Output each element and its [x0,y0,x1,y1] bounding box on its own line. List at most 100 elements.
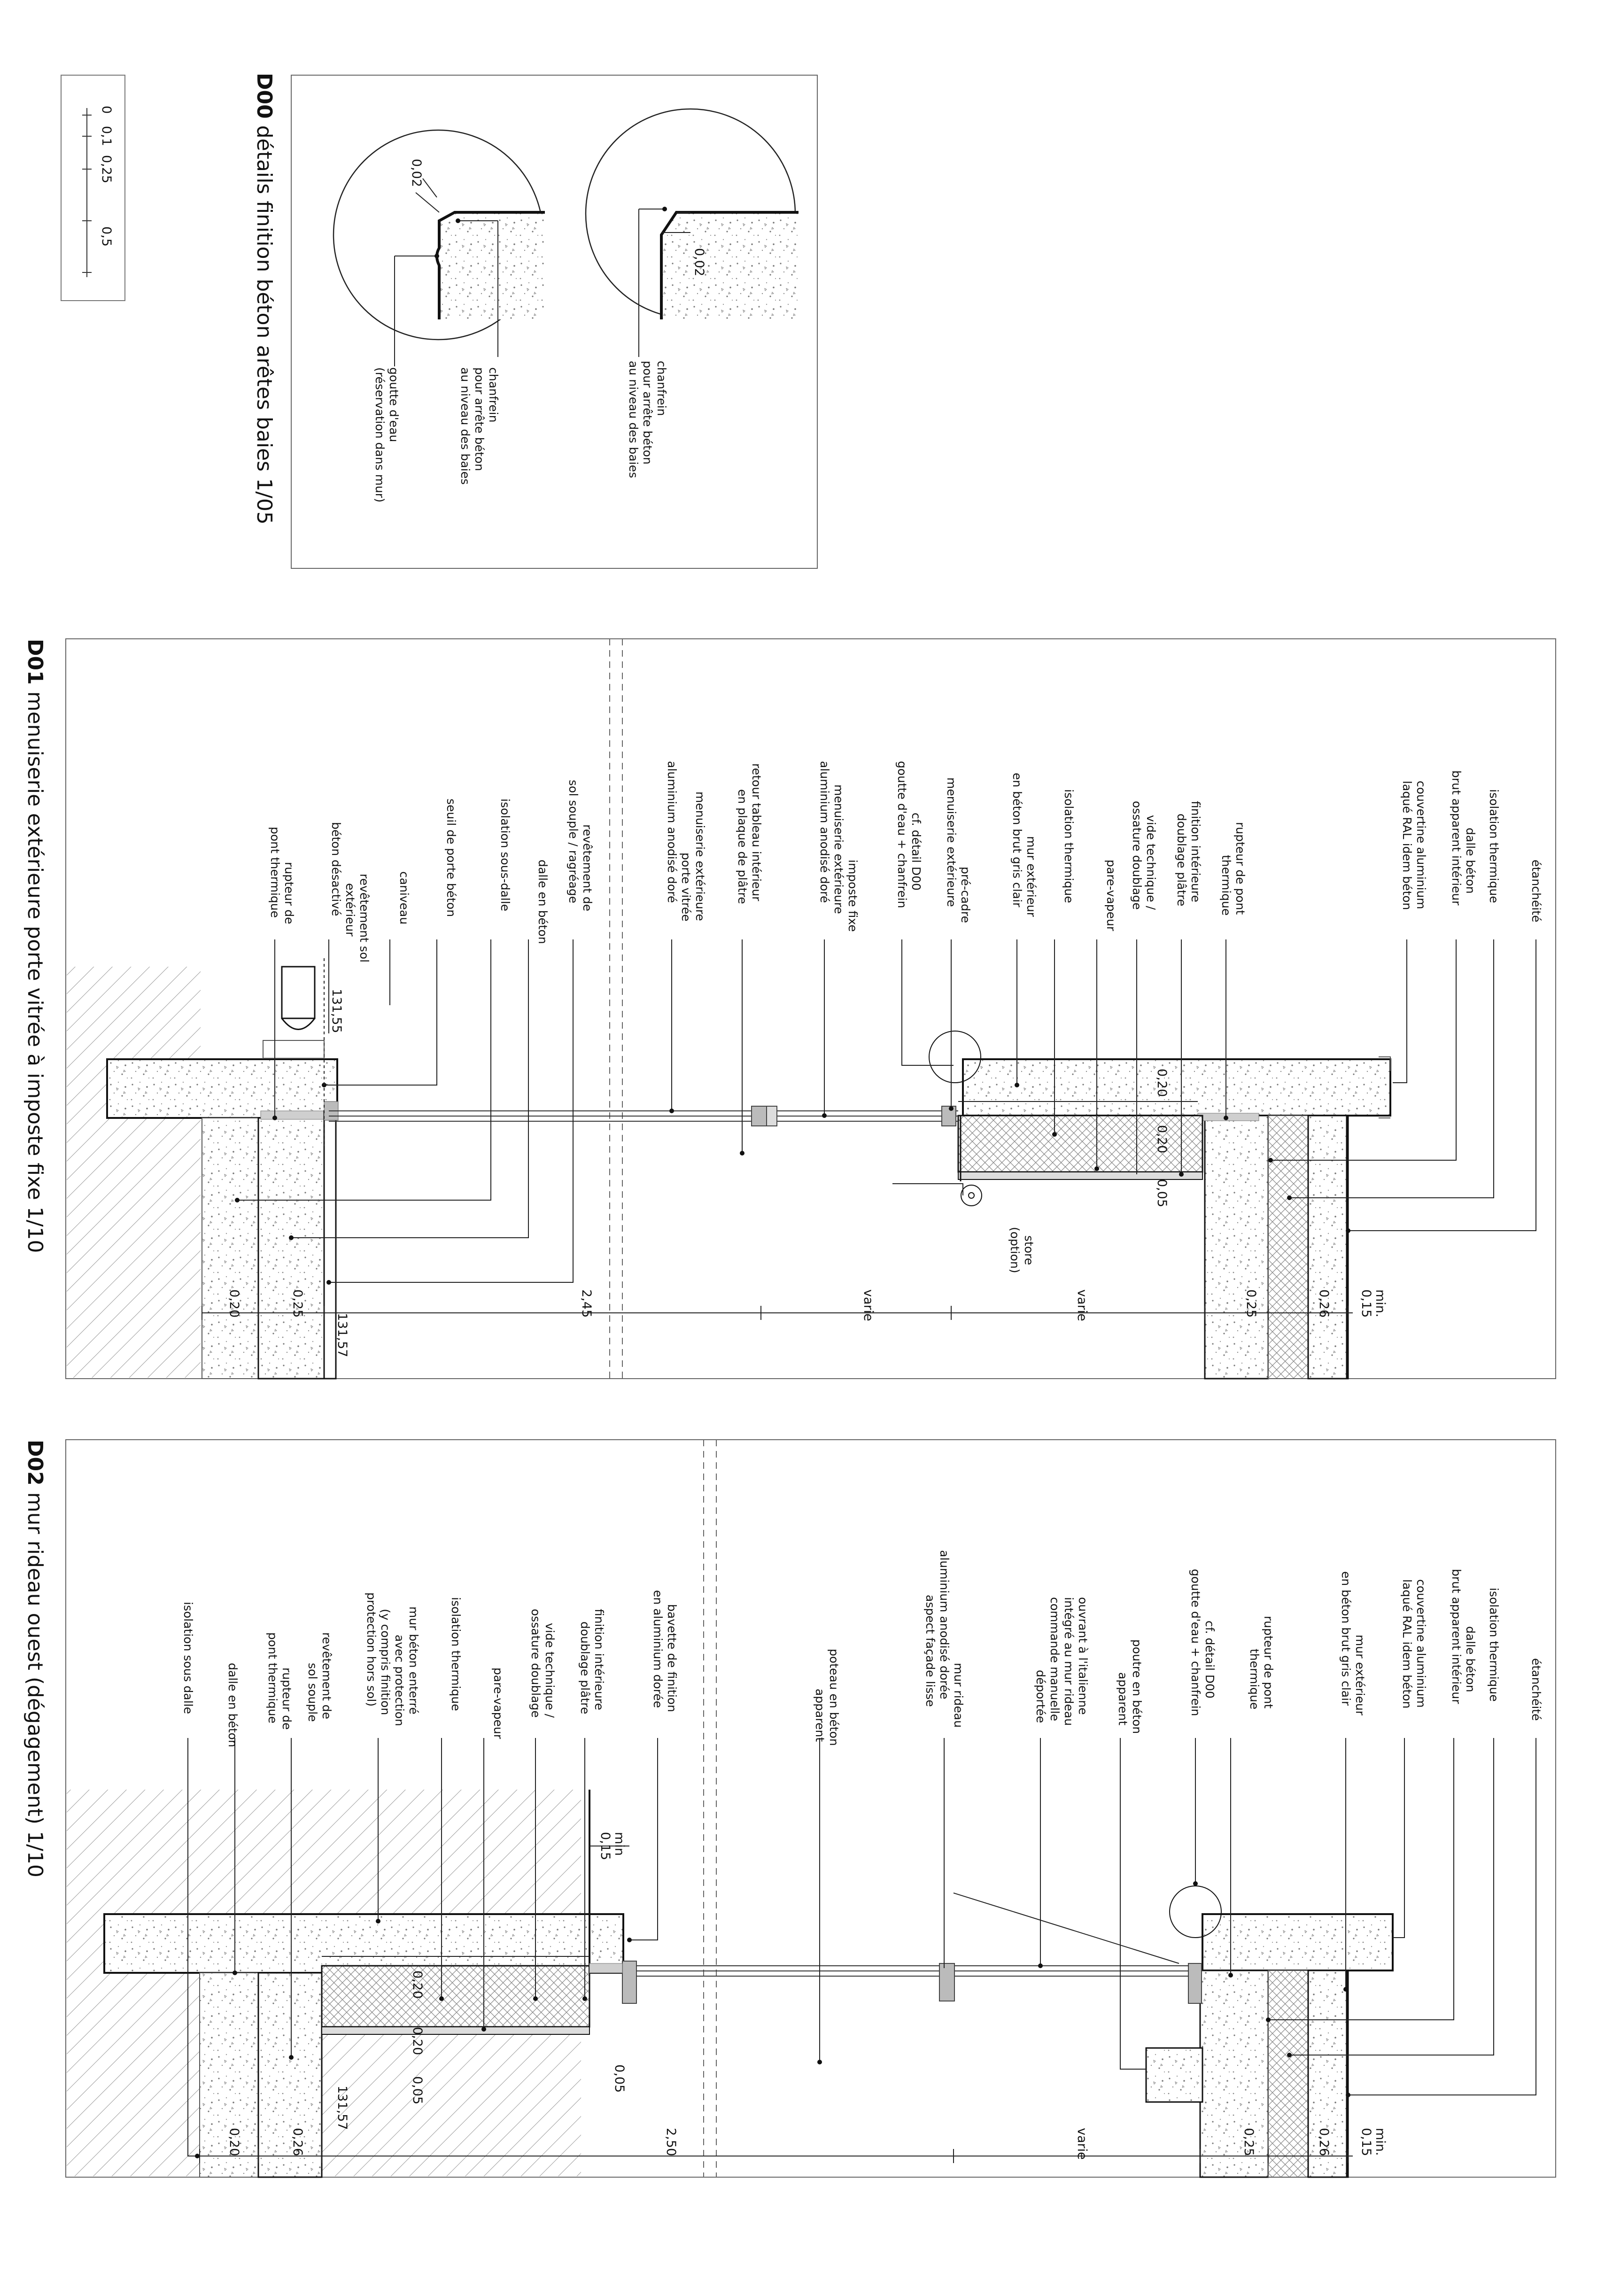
d00-left-label-1: chanfrein [487,367,500,422]
scale-tick-0: 0 [99,106,114,114]
d01-label-porte-1: menuiserie extérieure [693,791,707,921]
d00-circle-left: 0,02 [333,129,545,366]
d01-label-vide-2: ossature doublage [1130,801,1144,910]
d02-label-mur-ext-1: mur extérieur [1353,1635,1367,1716]
d02-label-isolation-1: isolation thermique [1487,1588,1501,1702]
d02-label-rupteur-1: rupteur de pont [1262,1616,1275,1708]
d01-label-etancheite: étanchéité [1529,860,1543,922]
d01-label-vide-1: vide technique / [1144,815,1158,910]
d01-label-rupteur-2: thermique [1219,855,1233,915]
d02-labels: étanchéité isolation thermique dalle bét… [181,1550,1543,1747]
d02-dim-varie: varie [1075,2128,1089,2160]
d02-label-bavette-1: bavette de finition [665,1604,679,1712]
d01-label-couvertine-1: couvertine aluminium [1414,781,1428,909]
d00-circle-right: 0,02 [585,108,799,357]
d02-label-rupteur-bas-2: pont thermique [266,1632,279,1723]
d01-labels: étanchéité isolation thermique dalle bét… [268,761,1543,1273]
d02-dim-c3: 0,05 [410,2076,425,2104]
d02-dim-min: min. [1373,2128,1388,2156]
d01-label-porte-2: porte vitrée [679,853,693,922]
d02-dim-026b: 0,26 [290,2128,305,2156]
scale-bar: 0 0,1 0,25 0,5 [61,75,125,301]
d01-label-retour-1: retour tableau intérieur [750,763,763,901]
d02-label-finition-2: doublage plâtre [578,1621,592,1714]
d01-dim-min: min. [1373,1289,1388,1318]
d01-dim-c3: 0,05 [1155,1179,1169,1207]
d01-label-cf-1: cf. détail D00 [909,813,923,891]
d01-label-cf-2: goutte d'eau + chanfrein [895,761,909,908]
d00-title: D00 détails finition béton arêtes baies … [252,73,276,525]
d01-dim-015: 0,15 [1359,1289,1373,1318]
d02-level: 131,57 [335,2086,349,2130]
d01-label-revsol-2: extérieur [343,883,357,937]
d02-dim-c4: 0,05 [612,2064,627,2093]
d01-label-revetement-2: sol souple / ragréage [566,780,580,903]
d02-label-vide-1: vide technique / [543,1623,557,1718]
d01-label-isolation-sous: isolation sous-dalle [498,799,512,911]
d01-label-store-2: (option) [1008,1227,1022,1273]
d02-label-isolation-2: isolation thermique [449,1597,463,1711]
d02-label-isolation-sous: isolation sous dalle [181,1602,195,1714]
d02-label-pare-vapeur: pare-vapeur [491,1668,505,1739]
d02-dim-250: 2,50 [664,2128,678,2156]
d01-label-pare-vapeur: pare-vapeur [1104,860,1118,931]
d02-title: D02 mur rideau ouest (dégagement) 1/10 [23,1440,47,1877]
d01-dim-025b: 0,25 [290,1289,305,1318]
d01-dim-c2: 0,20 [1155,1125,1169,1153]
d02-label-finition-1: finition intérieure [592,1609,606,1710]
d01-label-seuil: seuil de porte béton [444,799,458,917]
d01-label-isolation-1: isolation thermique [1487,789,1501,903]
d02-label-poutre-2: apparent [1116,1672,1130,1725]
d01-label-rupteur-bas-1: rupteur de [282,862,296,924]
d02-label-mur-rideau-1: mur rideau [952,1663,965,1728]
d02-label-couvertine-1: couvertine aluminium [1414,1579,1428,1708]
d01-dim-varie2: varie [861,1289,876,1321]
d02-label-poteau-1: poteau en béton [827,1649,841,1746]
detail-d02: D02 mur rideau ouest (dégagement) 1/10 [23,1439,1556,2178]
d00-right-label-3: au niveau des baies [627,361,640,478]
d02-dim-015: 0,15 [1359,2128,1373,2156]
d02-label-revetement-2: sol souple [306,1663,319,1722]
d02-dim-026: 0,26 [1317,2128,1331,2156]
d01-label-mur-ext-2: en béton brut gris clair [1010,773,1024,908]
d02-label-revetement-1: revêtement de [320,1632,333,1719]
d01-label-rupteur-bas-2: pont thermique [268,827,282,918]
d02-label-mur-enterre-3: (y compris finition [379,1609,392,1715]
d02-label-mur-ext-2: en béton brut gris clair [1339,1571,1353,1706]
d01-label-store-1: store [1022,1235,1036,1265]
d01-label-caniveau: caniveau [397,871,411,924]
d01-label-dalle-1: dalle béton [1464,828,1477,894]
d02-dim-015b: 0,15 [598,1832,613,1860]
d02-dims: min. 0,15 0,26 0,25 varie 2,50 0,26 0,20… [227,1832,1388,2160]
d00-left-label-2: pour arrête béton [473,367,486,471]
d01-dim-025a: 0,25 [1244,1289,1258,1318]
d02-label-bavette-2: en aluminium dorée [651,1590,665,1708]
d00-left-label-3: au niveau des baies [458,367,472,485]
d02-label-ouvrant-4: déportée [1034,1670,1047,1723]
d01-label-revsol-1: revêtement sol [357,874,371,962]
d02-label-rupteur-2: thermique [1248,1649,1261,1709]
d01-label-precadre-2: menuiserie extérieure [945,777,958,907]
d01-label-revsol-3: béton désactivé [329,822,343,916]
d02-label-ouvrant-1: ouvrant à l'italienne [1076,1597,1090,1715]
d02-label-ouvrant-3: commande manuelle [1048,1597,1062,1721]
detail-d00: D00 détails finition béton arêtes baies … [252,73,818,569]
d02-label-cf-2: goutte d'eau + chanfrein [1189,1569,1202,1716]
d01-label-imposte-3: aluminium anodisé doré [818,761,831,903]
d01-label-revetement-1: revêtement de [581,824,594,911]
d01-label-dalle-beton: dalle en béton [536,860,550,944]
detail-d01: D01 menuiserie extérieure porte vitrée à… [23,638,1556,1380]
d01-dims: min. 0,15 0,26 0,25 varie varie 2,45 0,2… [227,989,1388,1357]
d02-label-mur-enterre-4: protection hors sol) [364,1592,378,1706]
d01-dim-varie1: varie [1075,1289,1089,1321]
d02-label-rupteur-bas-1: rupteur de [280,1668,294,1730]
d01-label-couvertine-2: laqué RAL idem béton [1400,781,1414,910]
d01-label-imposte-2: menuiserie extérieure [832,784,845,914]
d01-level-2: 131,57 [335,1313,349,1357]
d02-label-etancheite: étanchéité [1529,1658,1543,1721]
d02-label-dalle-2: brut apparent intérieur [1450,1569,1463,1704]
d02-label-mur-rideau-2: aluminium anodisé dorée [938,1550,951,1699]
d01-label-precadre-1: pré-cadre [959,867,972,923]
d01-label-mur-ext-1: mur extérieur [1024,836,1038,917]
